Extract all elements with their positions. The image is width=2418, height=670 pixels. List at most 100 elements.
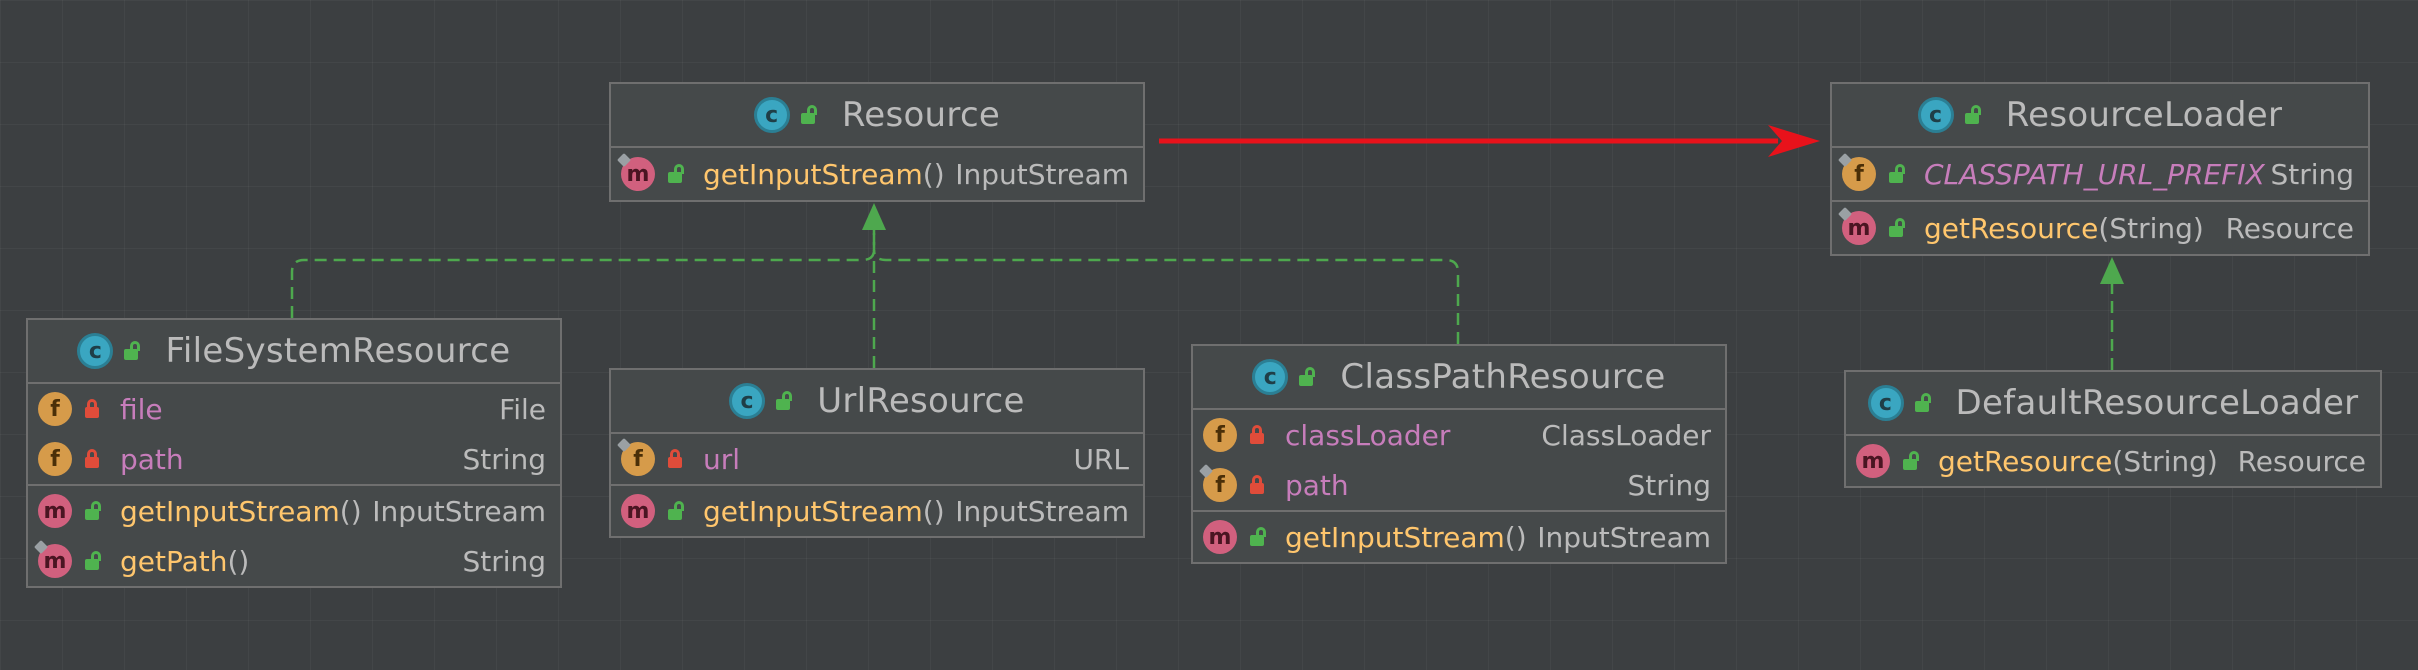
field-name: url: [703, 442, 741, 476]
method-icon: m: [1842, 211, 1876, 245]
public-visibility-icon: [1900, 450, 1922, 472]
dependency-arrowhead: [1768, 125, 1820, 157]
member-type: String: [462, 544, 546, 578]
method-row-get-input-stream[interactable]: m getInputStream() InputStream: [611, 486, 1143, 536]
class-header: c UrlResource: [611, 370, 1143, 434]
public-visibility-icon: [798, 104, 820, 126]
method-params: (String): [2098, 211, 2204, 245]
public-visibility-icon: [1296, 366, 1318, 388]
private-visibility-icon: [1247, 424, 1269, 446]
field-icon: f: [38, 392, 72, 426]
method-icon: m: [621, 494, 655, 528]
public-visibility-icon: [773, 390, 795, 412]
member-type: File: [499, 392, 546, 426]
private-visibility-icon: [665, 448, 687, 470]
method-row-get-resource[interactable]: m getResource(String) Resource: [1846, 436, 2380, 486]
member-type: ClassLoader: [1541, 418, 1711, 452]
members-section: m getResource(String) Resource: [1846, 436, 2380, 486]
field-name: path: [120, 442, 184, 476]
method-icon: m: [1856, 444, 1890, 478]
field-icon: f: [38, 442, 72, 476]
class-icon: c: [1252, 359, 1289, 395]
field-icon: f: [1203, 418, 1237, 452]
edge-classpathresource-to-resource[interactable]: [872, 249, 1460, 344]
public-visibility-icon: [1886, 217, 1908, 239]
class-name[interactable]: DefaultResourceLoader: [1955, 383, 2359, 423]
field-name: classLoader: [1285, 418, 1451, 452]
method-params: (): [1504, 520, 1527, 554]
public-visibility-icon: [82, 550, 104, 572]
public-visibility-icon: [82, 500, 104, 522]
public-visibility-icon: [1962, 104, 1984, 126]
field-name: CLASSPATH_URL_PREFIX: [1924, 157, 2265, 191]
member-type: Resource: [2237, 444, 2366, 478]
private-visibility-icon: [1247, 474, 1269, 496]
field-row-path[interactable]: f path String: [28, 434, 560, 484]
method-params: (String): [2112, 444, 2218, 478]
method-name: getResource: [1938, 444, 2113, 478]
method-params: (): [922, 157, 945, 191]
method-name: getInputStream: [703, 494, 923, 528]
method-params: (): [339, 494, 362, 528]
member-type: InputStream: [1537, 520, 1711, 554]
edge-filesystemresource-to-resource[interactable]: [290, 220, 876, 318]
class-name[interactable]: ClassPathResource: [1340, 357, 1666, 397]
class-icon: c: [1917, 97, 1954, 133]
class-icon: c: [753, 97, 790, 133]
class-name[interactable]: FileSystemResource: [165, 331, 511, 371]
members-section: m getInputStream() InputStream: [611, 486, 1143, 536]
public-visibility-icon: [121, 340, 143, 362]
member-type: String: [2270, 157, 2354, 191]
class-header: c FileSystemResource: [28, 320, 560, 384]
member-type: String: [462, 442, 546, 476]
method-params: (): [227, 544, 250, 578]
class-name[interactable]: UrlResource: [817, 381, 1025, 421]
method-name: getInputStream: [1285, 520, 1505, 554]
member-type: InputStream: [955, 494, 1129, 528]
class-name[interactable]: ResourceLoader: [2005, 95, 2283, 135]
class-name[interactable]: Resource: [841, 95, 1001, 135]
public-visibility-icon: [1912, 392, 1934, 414]
class-classpathresource[interactable]: c ClassPathResource f classLoader ClassLoade…: [1191, 344, 1727, 564]
member-type: URL: [1073, 442, 1129, 476]
class-icon: c: [77, 333, 114, 369]
realization-arrowhead-resource: [862, 203, 886, 230]
method-name: getInputStream: [703, 157, 923, 191]
class-icon: c: [729, 383, 766, 419]
method-name: getPath: [120, 544, 228, 578]
method-params: (): [922, 494, 945, 528]
class-header: c ClassPathResource: [1193, 346, 1725, 410]
public-visibility-icon: [1247, 526, 1269, 548]
public-visibility-icon: [665, 500, 687, 522]
field-row-class-loader[interactable]: f classLoader ClassLoader: [1193, 410, 1725, 460]
private-visibility-icon: [82, 448, 104, 470]
member-type: InputStream: [372, 494, 546, 528]
class-header: c Resource: [611, 84, 1143, 148]
realization-arrowhead-resourceloader: [2100, 257, 2124, 284]
method-icon: m: [621, 157, 655, 191]
class-header: c ResourceLoader: [1832, 84, 2368, 148]
member-type: String: [1627, 468, 1711, 502]
